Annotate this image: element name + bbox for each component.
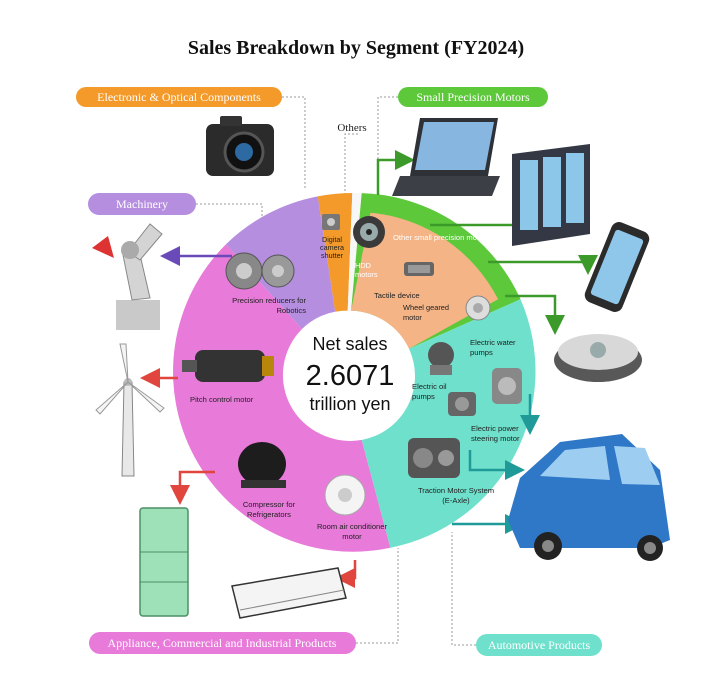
- wind-turbine-icon: [95, 343, 165, 477]
- pill-automotive: Automotive Products: [476, 634, 602, 656]
- pill-appliance-label: Appliance, Commercial and Industrial Pro…: [108, 636, 337, 650]
- server-icon: [512, 144, 590, 246]
- label-electric-oil-pumps: Electric oil pumps: [412, 382, 447, 401]
- label-pitch-control-motor: Pitch control motor: [190, 395, 254, 404]
- others-label: Others: [337, 122, 366, 134]
- pill-electronic-label: Electronic & Optical Components: [97, 90, 261, 104]
- label-compressor: Compressor for Refrigerators: [242, 500, 296, 519]
- wheel-geared-motor-icon: [465, 295, 491, 321]
- label-digital-camera-shutter: Digital camera shutter: [320, 236, 344, 260]
- product-parts: [182, 214, 522, 516]
- donut-chart: [173, 192, 536, 552]
- product-labels: Digital camera shutter HDD motors Other …: [190, 233, 520, 541]
- segment-small-motors-inner: [351, 212, 499, 349]
- donut-hole: [285, 311, 415, 441]
- label-hdd-motors: HDD motors: [355, 262, 378, 279]
- page-title: Sales Breakdown by Segment (FY2024): [188, 37, 524, 59]
- arrows: [140, 150, 598, 588]
- tactile-device-icon: [404, 262, 434, 276]
- label-room-air-motor: Room air conditioner motor: [316, 522, 388, 541]
- pill-automotive-label: Automotive Products: [488, 638, 591, 652]
- segment-appliance-arc: [173, 244, 391, 552]
- net-sales-unit: trillion yen: [309, 394, 390, 414]
- label-wheel-geared-motor: Wheel geared motor: [403, 303, 450, 322]
- label-other-small-motors: Other small precision motors: [393, 233, 490, 242]
- hdd-motor-icon: [353, 216, 385, 248]
- room-air-motor-icon: [324, 474, 366, 516]
- net-sales-value: 2.6071: [306, 360, 395, 392]
- smartphone-icon: [584, 222, 650, 312]
- laptop-icon: [392, 118, 500, 196]
- shutter-icon: [322, 214, 340, 230]
- label-electric-water-pumps: Electric water pumps: [470, 338, 516, 357]
- compressor-icon: [238, 442, 286, 488]
- robot-vacuum-icon: [554, 334, 642, 382]
- oil-pump-icon: [448, 392, 476, 416]
- label-tactile-device: Tactile device: [374, 291, 420, 300]
- pill-small-motors-label: Small Precision Motors: [416, 90, 530, 104]
- air-conditioner-icon: [231, 567, 347, 619]
- robot-arm-icon: [92, 223, 163, 330]
- water-pump-icon: [428, 342, 454, 375]
- traction-motor-icon: [408, 438, 460, 478]
- camera-icon: [206, 116, 274, 176]
- pill-appliance: Appliance, Commercial and Industrial Pro…: [89, 632, 356, 654]
- power-steering-motor-icon: [492, 368, 522, 404]
- pill-electronic: Electronic & Optical Components: [76, 87, 282, 107]
- label-precision-reducers: Precision reducers for Robotics: [232, 296, 306, 315]
- net-sales-label: Net sales: [312, 334, 387, 354]
- precision-reducer-icon: [225, 252, 295, 290]
- car-icon: [508, 434, 670, 561]
- pitch-control-motor-icon: [182, 350, 274, 382]
- label-electric-power-steering: Electric power steering motor: [471, 424, 520, 443]
- pill-small-motors: Small Precision Motors: [398, 87, 548, 107]
- label-traction-motor: Traction Motor System (E-Axle): [417, 486, 495, 505]
- pill-machinery-label: Machinery: [116, 197, 168, 211]
- pill-machinery: Machinery: [88, 193, 196, 215]
- refrigerator-icon: [139, 507, 189, 617]
- segment-automotive-arc: [361, 299, 536, 548]
